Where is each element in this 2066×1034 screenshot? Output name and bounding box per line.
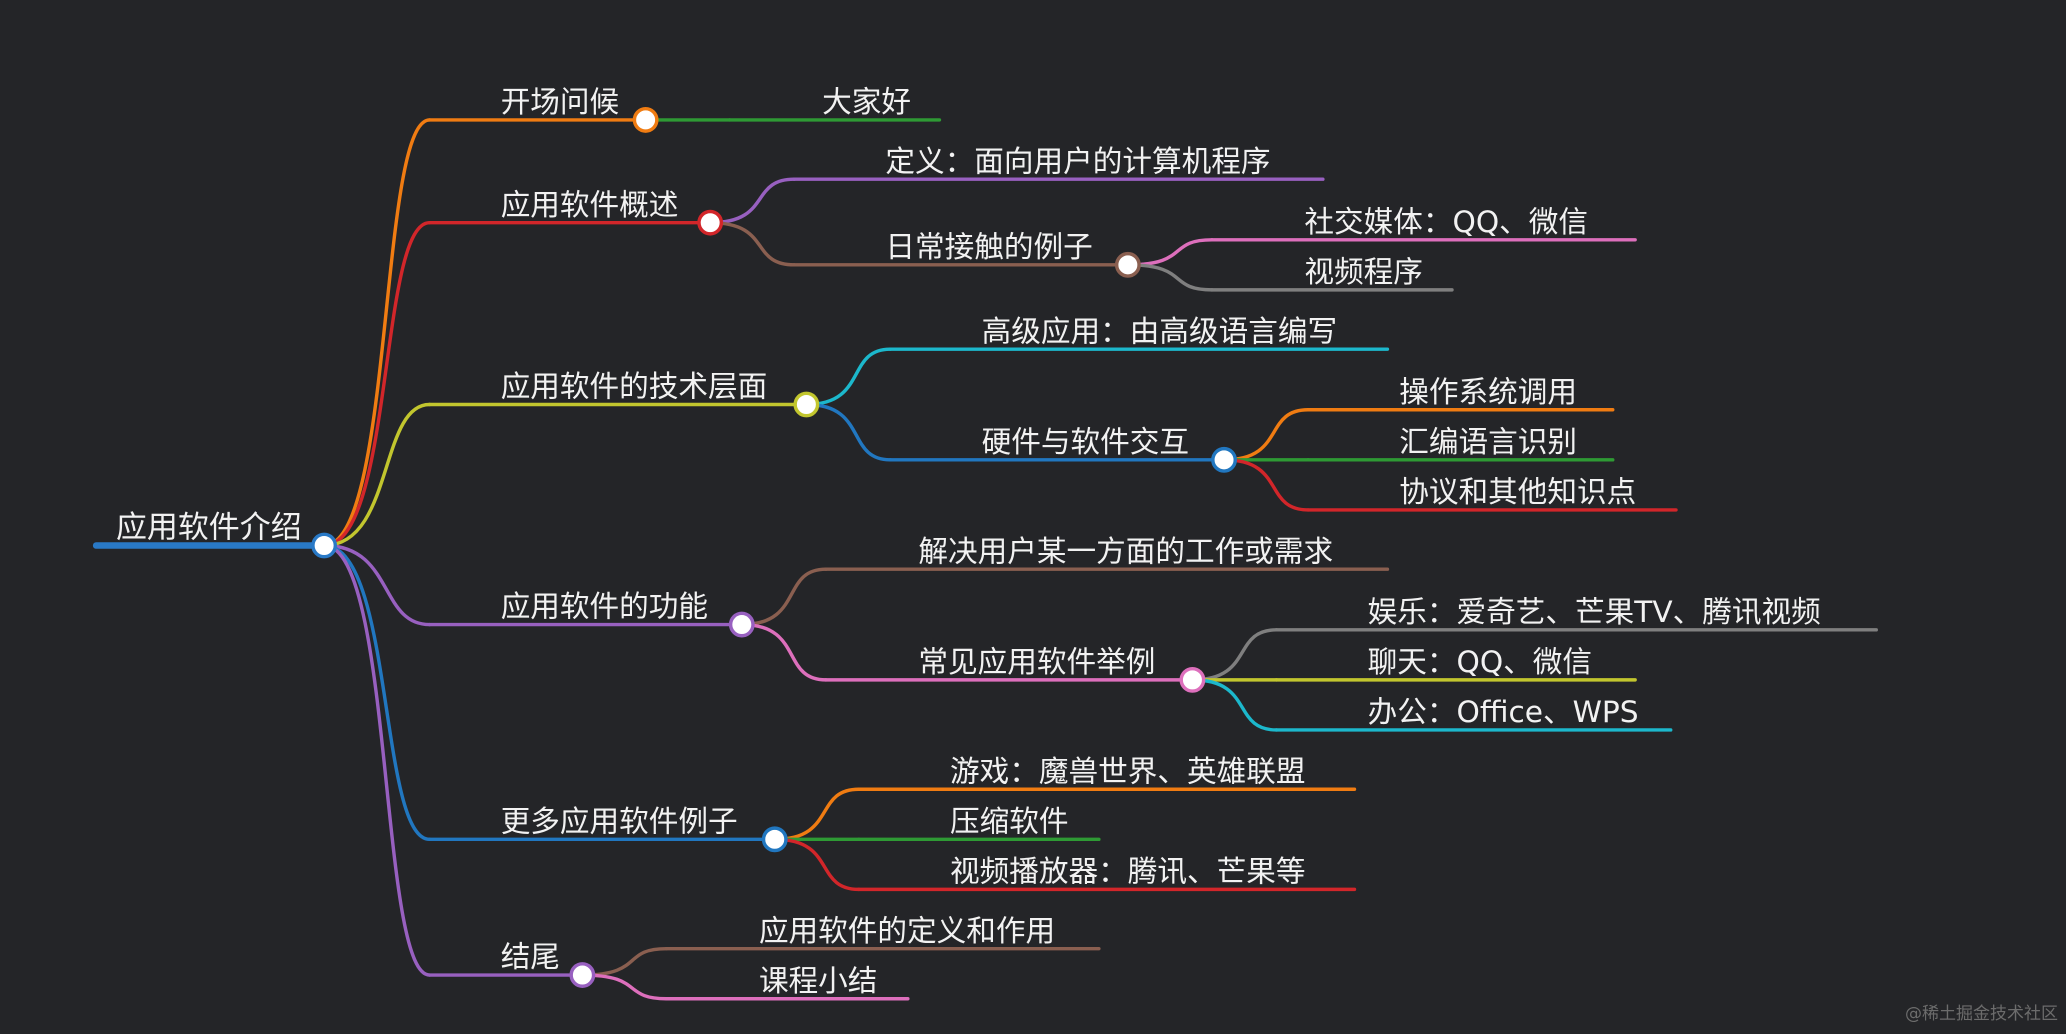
- node-label-r-4-0[interactable]: 游戏：魔兽世界、英雄联盟: [950, 753, 1306, 788]
- node-circle-r-3[interactable]: [728, 611, 755, 638]
- node-label-r-4-2[interactable]: 视频播放器：腾讯、芒果等: [950, 853, 1306, 888]
- connector-r-4-0: [773, 787, 861, 842]
- connector-r-3-1-2: [1190, 678, 1279, 732]
- node-label-r-2-0[interactable]: 高级应用：由高级语言编写: [982, 313, 1338, 348]
- connector-r-2-1: [804, 402, 893, 462]
- node-label-r-3-1[interactable]: 常见应用软件举例: [918, 644, 1155, 679]
- node-circle-r-0[interactable]: [632, 106, 659, 133]
- connector-r-1: [322, 220, 432, 548]
- connector-r-2: [322, 402, 432, 548]
- connector-r-1-1-1: [1126, 263, 1214, 292]
- node-circle-r-2[interactable]: [793, 391, 820, 418]
- connector-r-3-0: [740, 567, 828, 627]
- connector-r-5: [322, 543, 432, 977]
- node-circle-r-1-1[interactable]: [1114, 251, 1141, 278]
- node-circle-r-3-1[interactable]: [1179, 666, 1206, 693]
- connector-r-5-1: [580, 973, 669, 1001]
- connector-r-2-1-0: [1222, 408, 1310, 462]
- node-label-r-2[interactable]: 应用软件的技术层面: [501, 369, 768, 404]
- connector-r-3: [322, 543, 432, 627]
- connector-r-1-1-0: [1126, 238, 1214, 267]
- node-label-r-5[interactable]: 结尾: [501, 939, 560, 974]
- node-label-r-1-1-0[interactable]: 社交媒体：QQ、微信: [1304, 204, 1588, 239]
- node-label-r-1-0[interactable]: 定义：面向用户的计算机程序: [885, 143, 1270, 178]
- node-label-r-3[interactable]: 应用软件的功能: [501, 589, 708, 624]
- node-label-r-2-1[interactable]: 硬件与软件交互: [982, 424, 1189, 459]
- node-label-r-0[interactable]: 开场问候: [501, 84, 620, 119]
- node-label-r-1-1[interactable]: 日常接触的例子: [885, 229, 1092, 264]
- node-circle-r-4[interactable]: [761, 826, 788, 853]
- node-label-r-4[interactable]: 更多应用软件例子: [501, 803, 738, 838]
- node-circle-r-5[interactable]: [569, 962, 596, 988]
- connector-r-0: [322, 118, 432, 548]
- node-circle-r-1[interactable]: [697, 209, 724, 236]
- node-label-r-4-1[interactable]: 压缩软件: [950, 803, 1069, 838]
- node-label-r-2-1-0[interactable]: 操作系统调用: [1399, 374, 1577, 409]
- node-label-r-3-1-2[interactable]: 办公：Office、WPS: [1368, 694, 1639, 729]
- connector-r-2-1-2: [1222, 458, 1310, 512]
- node-label-r-3-1-0[interactable]: 娱乐：爱奇艺、芒果TV、腾讯视频: [1368, 594, 1821, 629]
- connector-r-4-2: [773, 837, 861, 892]
- node-label-r-3-1-1[interactable]: 聊天：QQ、微信: [1368, 644, 1592, 679]
- node-label-r[interactable]: 应用软件介绍: [116, 510, 302, 546]
- node-label-r-2-1-1[interactable]: 汇编语言识别: [1399, 424, 1577, 459]
- connector-r-2-0: [804, 347, 893, 407]
- connector-r-1-1: [708, 220, 796, 267]
- connector-r-1-0: [708, 177, 796, 225]
- connector-r-3-1: [740, 622, 828, 682]
- node-label-r-5-0[interactable]: 应用软件的定义和作用: [759, 913, 1055, 948]
- node-label-r-5-1[interactable]: 课程小结: [759, 963, 878, 998]
- node-label-r-1-1-1[interactable]: 视频程序: [1304, 254, 1423, 289]
- node-circle-r-2-1[interactable]: [1211, 446, 1237, 473]
- node-label-r-1[interactable]: 应用软件概述: [501, 187, 679, 222]
- watermark-text: @稀土掘金技术社区: [1905, 1004, 2058, 1024]
- connector-r-3-1-0: [1190, 628, 1279, 682]
- node-label-r-3-0[interactable]: 解决用户某一方面的工作或需求: [918, 533, 1333, 568]
- connector-r-4: [322, 543, 432, 842]
- node-label-r-2-1-2[interactable]: 协议和其他知识点: [1399, 474, 1636, 509]
- node-circle-r[interactable]: [311, 532, 338, 559]
- node-label-r-0-0[interactable]: 大家好: [822, 84, 911, 119]
- connector-r-5-0: [580, 946, 669, 977]
